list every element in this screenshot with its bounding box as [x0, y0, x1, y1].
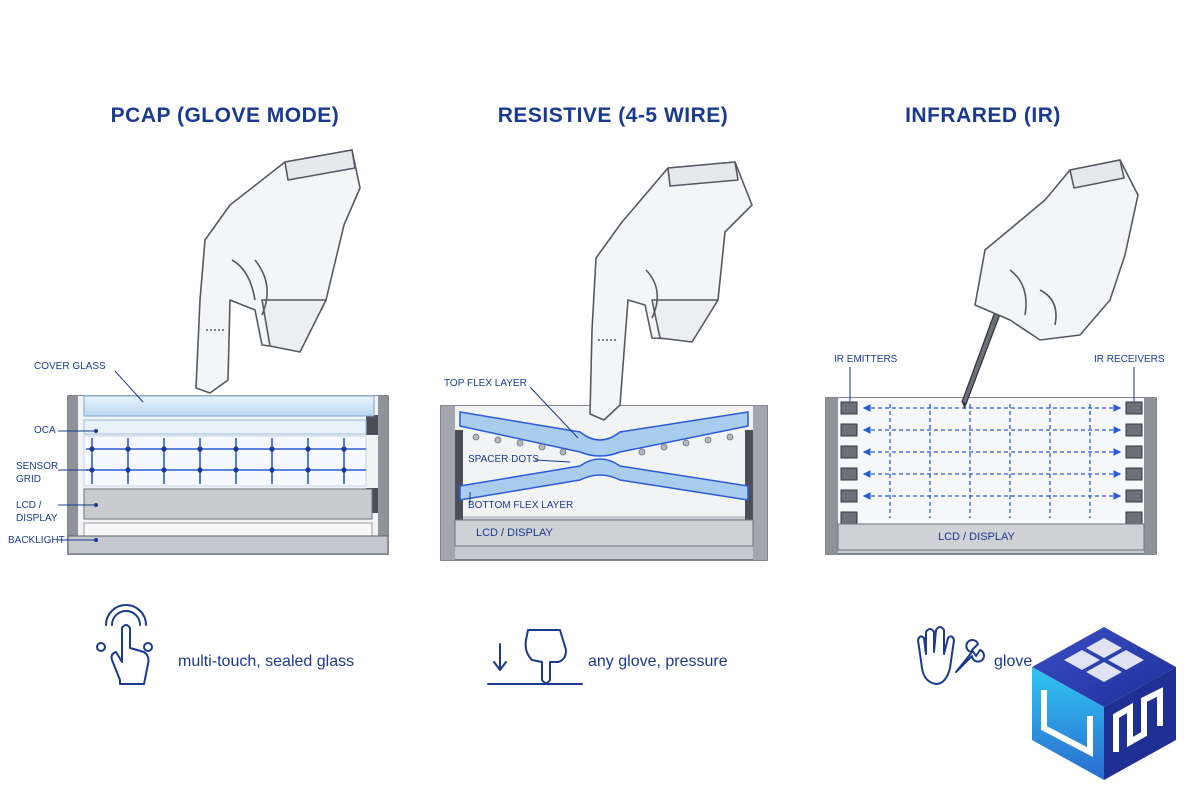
- ir-emitters: [840, 401, 858, 525]
- resistive-title: RESISTIVE (4-5 WIRE): [497, 104, 729, 127]
- label-ir-receivers: IR RECEIVERS: [1094, 354, 1165, 365]
- backlight-layer: [83, 522, 373, 537]
- spacer-dots: [472, 433, 734, 456]
- cover-glass-layer: [83, 395, 375, 417]
- label-backlight: BACKLIGHT: [8, 535, 65, 546]
- cube-w-logo: [1032, 627, 1176, 780]
- resistive-stack: [440, 386, 768, 561]
- label-sensor-grid-line1: SENSOR: [16, 461, 59, 472]
- label-lcd-line1: LCD /: [16, 500, 42, 511]
- label-ir-emitters: IR EMITTERS: [834, 354, 898, 365]
- label-ir-lcd: LCD / DISPLAY: [938, 531, 1015, 543]
- multi-touch-icon: [96, 604, 153, 685]
- label-spacer-dots: SPACER DOTS: [468, 454, 539, 465]
- caption-resistive: any glove, pressure: [588, 653, 728, 670]
- bottom-flex-layer: [459, 458, 749, 501]
- caption-pcap: multi-touch, sealed glass: [178, 653, 355, 670]
- oca-layer: [83, 419, 367, 435]
- resistive-lcd-layer: [454, 519, 754, 547]
- label-lcd-line2: DISPLAY: [16, 513, 58, 524]
- label-bottom-flex: BOTTOM FLEX LAYER: [468, 500, 574, 511]
- gloved-hand-stylus: [961, 159, 1139, 410]
- ir-beam-grid: [862, 404, 1122, 518]
- glove-wrench-icon: [917, 626, 985, 685]
- label-top-flex: TOP FLEX LAYER: [444, 378, 527, 389]
- pcap-stack: [58, 370, 389, 555]
- lcd-layer: [83, 488, 373, 520]
- sensor-grid-layer: [83, 435, 367, 487]
- ir-lcd-layer: [837, 523, 1145, 551]
- press-finger-icon: [487, 629, 583, 685]
- caption-infrared: glove: [994, 653, 1033, 670]
- infrared-title: INFRARED (IR): [905, 104, 1061, 127]
- gloved-hand-pointing: [195, 149, 361, 394]
- gloved-hand-pressing: [589, 161, 753, 421]
- label-resistive-lcd: LCD / DISPLAY: [476, 527, 553, 539]
- top-flex-layer: [459, 411, 749, 457]
- label-oca: OCA: [34, 425, 56, 436]
- infrared-stack: [825, 367, 1157, 555]
- pcap-title: PCAP (GLOVE MODE): [110, 104, 340, 127]
- label-cover-glass: COVER GLASS: [34, 361, 106, 372]
- label-sensor-grid-line2: GRID: [16, 474, 41, 485]
